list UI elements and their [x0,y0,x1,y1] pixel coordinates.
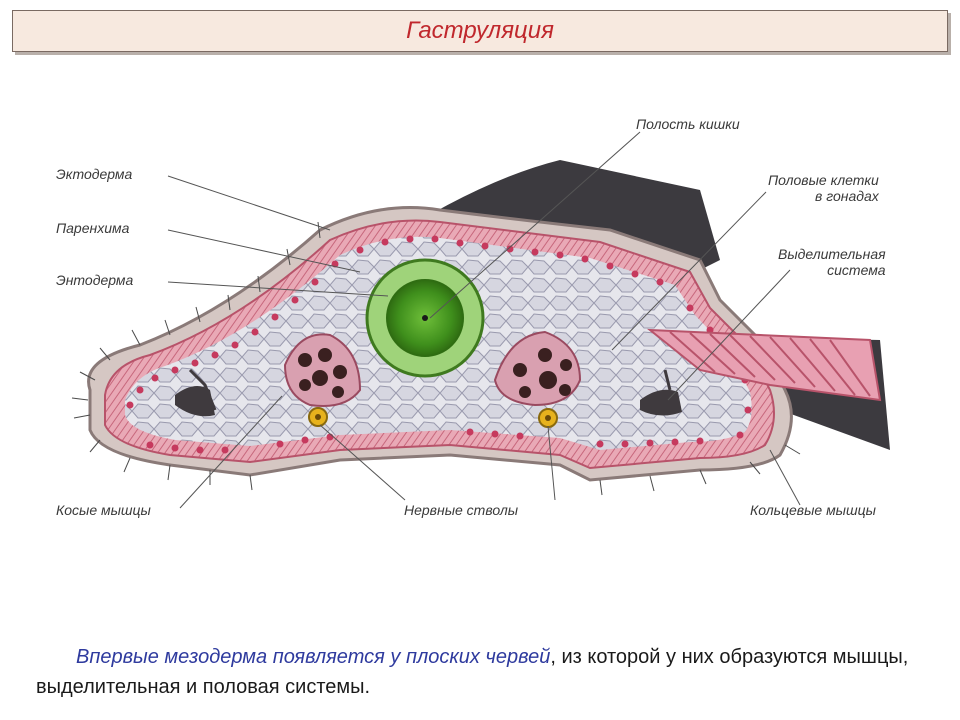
label-excretory-line2: система [827,262,886,278]
label-excretory: Выделительная система [778,246,886,278]
caption-emphasis: Впервые мезодерма появляется у плоских ч… [76,646,551,668]
excretory-organ-left [175,368,217,417]
label-sex-cells-line2: в гонадах [815,188,879,204]
title-bar: Гаструляция [12,10,948,52]
label-oblique-muscles: Косые мышцы [56,502,151,518]
label-sex-cells: Половые клетки в гонадах [768,172,879,204]
label-entoderm: Энтодерма [56,272,134,288]
label-ectoderm: Эктодерма [56,166,133,182]
label-gut-cavity: Полость кишки [636,116,740,132]
nerve-trunks [308,407,558,428]
body-cilia-fringe [71,221,801,496]
caption: Впервые мезодерма появляется у плоских ч… [36,642,926,702]
label-sex-cells-line1: Половые клетки [768,172,879,188]
label-excretory-line1: Выделительная [778,246,886,262]
ring-muscle-bundle [646,328,882,402]
label-parenchyma: Паренхима [56,220,130,236]
leader-lines [167,131,801,509]
caption-rest: , из которой у них образуются мышцы, выд… [36,646,909,698]
page-title: Гаструляция [406,17,554,44]
gonad-left [283,333,362,407]
gonad-right [493,330,582,407]
label-nerve-trunks: Нервные стволы [404,502,519,518]
flatworm-cross-section-diagram [71,131,890,509]
gut [365,258,485,378]
subepidermal-bead-row [126,235,752,454]
label-ring-muscles: Кольцевые мышцы [750,502,876,518]
